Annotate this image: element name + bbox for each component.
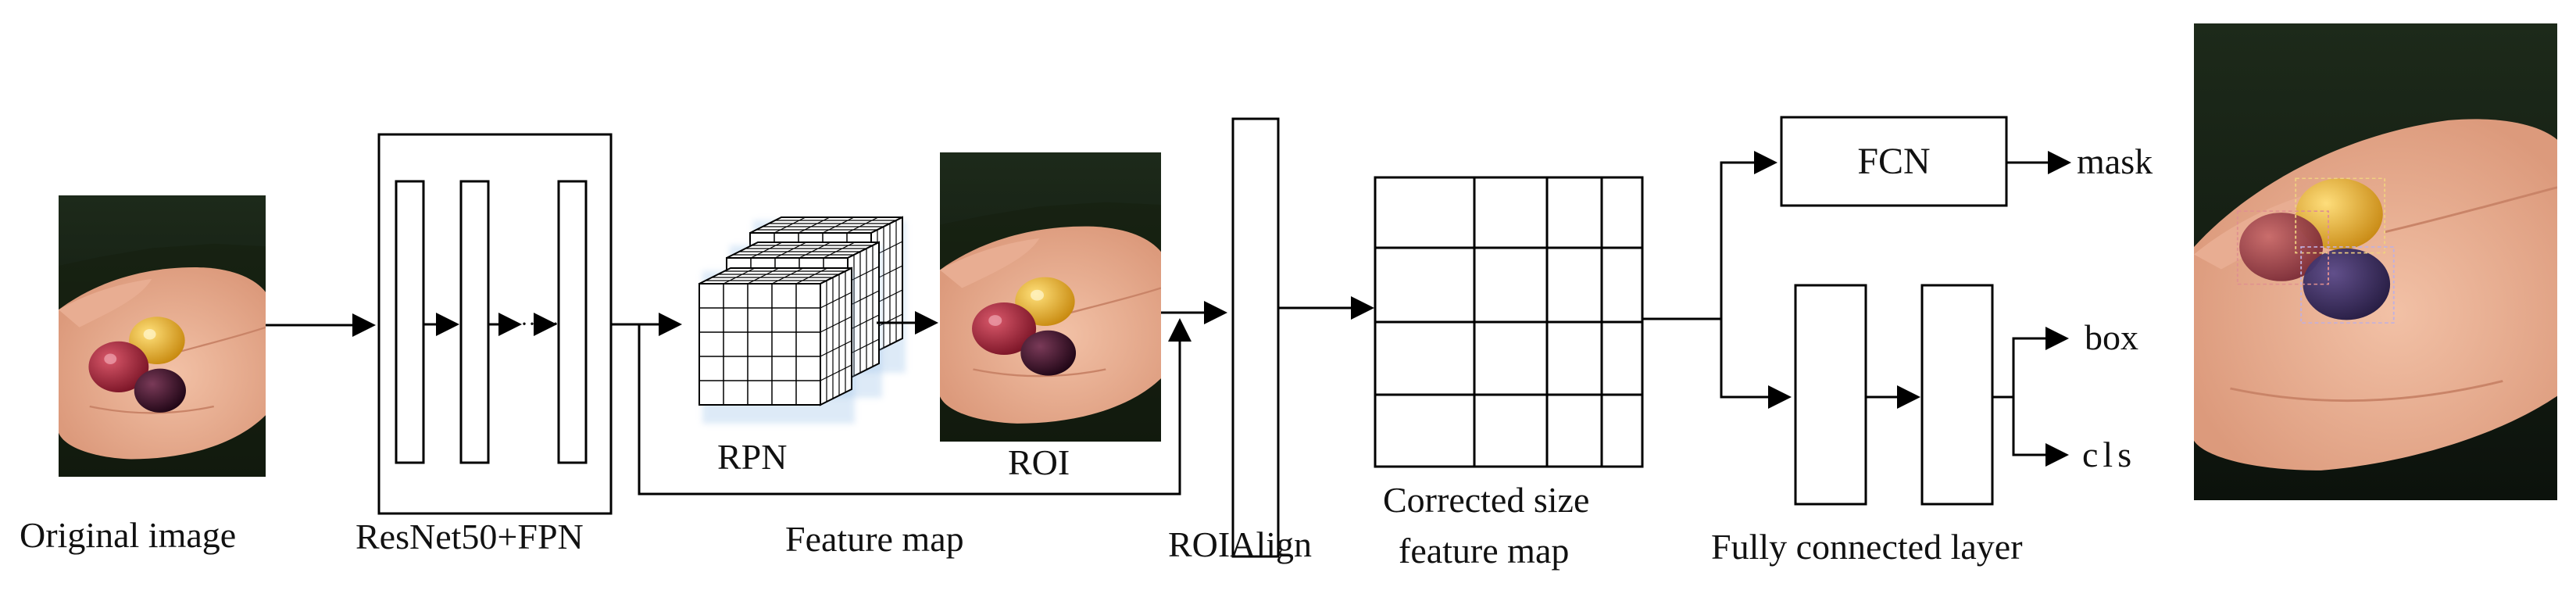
branch-to-fcn xyxy=(1720,151,1777,319)
arrow-to-cls xyxy=(2012,397,2069,467)
fc-layer-label: Fully connected layer xyxy=(1711,527,2023,567)
bypass-line xyxy=(638,318,1192,496)
backbone-layer-1 xyxy=(395,180,425,464)
cls-output-label: cls xyxy=(2082,435,2136,474)
rpn-feature-cubes xyxy=(698,216,906,424)
roialign-block xyxy=(1231,117,1280,558)
arrow-to-box xyxy=(2012,327,2069,397)
backbone-layer-2 xyxy=(459,180,490,464)
branch-to-fc xyxy=(1720,319,1792,409)
result-image-photo xyxy=(2194,23,2557,500)
rpn-label: RPN xyxy=(717,437,787,477)
feature-map-label: Feature map xyxy=(785,519,964,559)
corrected-label-line2: feature map xyxy=(1399,531,1569,571)
original-image-photo xyxy=(59,195,266,477)
mask-output-label: mask xyxy=(2077,141,2153,181)
backbone-layer-n xyxy=(557,180,588,464)
corrected-label-line1: Corrected size xyxy=(1383,480,1589,520)
backbone-label: ResNet50+FPN xyxy=(355,517,584,556)
box-output-label: box xyxy=(2085,317,2138,357)
original-image-label: Original image xyxy=(20,515,236,555)
roi-image-photo xyxy=(940,152,1161,442)
roi-label: ROI xyxy=(1008,442,1070,482)
fc-layer-2 xyxy=(1920,284,1994,506)
fc-layer-1 xyxy=(1794,284,1867,506)
fcn-label: FCN xyxy=(1857,141,1930,182)
roialign-label: ROIAlign xyxy=(1168,524,1312,564)
fcn-block xyxy=(1780,116,2008,207)
backbone-block: ····· xyxy=(377,133,613,515)
corrected-feature-map-grid xyxy=(1374,176,1644,468)
